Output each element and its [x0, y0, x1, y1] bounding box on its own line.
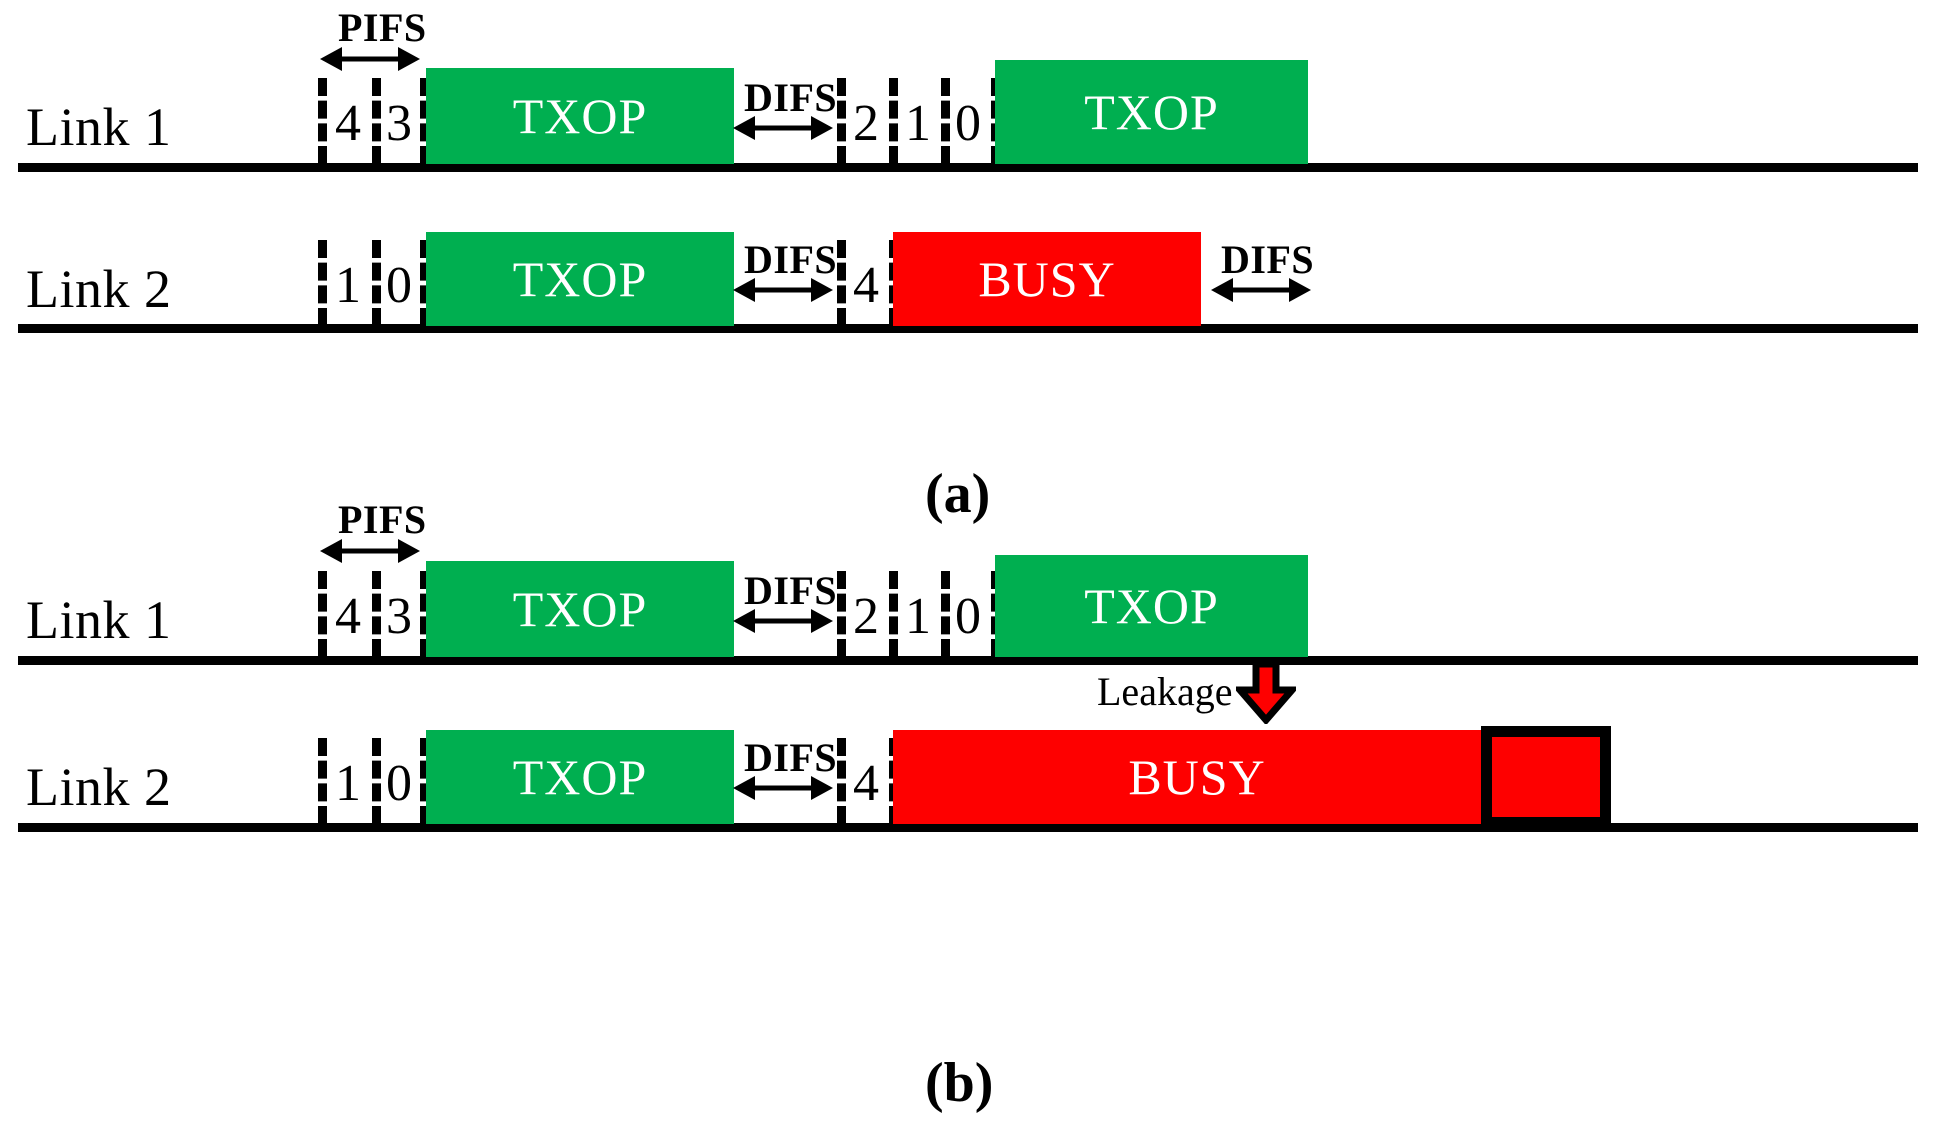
panel-b-link1-pifs-arrow: [320, 536, 420, 566]
panel-a-link2-slot-4: 4: [853, 257, 879, 314]
panel-a-link2-slot-divider: [318, 240, 327, 326]
panel-b-link1-slot-2: 2: [853, 588, 879, 645]
panel-b-link2-slot-4: 4: [853, 755, 879, 812]
panel-b-link1-pifs-label: PIFS: [338, 497, 427, 542]
panel-a-link1-slot-divider: [318, 78, 327, 164]
panel-b-link2-slot-divider: [837, 738, 846, 824]
panel-a-link1-slot-divider: [420, 78, 429, 164]
panel-a-link2-difs-arrow-2: [1211, 275, 1311, 305]
panel-a-link1-pifs-label: PIFS: [338, 5, 427, 50]
panel-b-link2-slot-divider: [318, 738, 327, 824]
panel-a-link1-difs-label: DIFS: [744, 75, 838, 120]
panel-a-link2-slot-divider: [372, 240, 381, 326]
panel-a-link2-difs-label-2: DIFS: [1221, 237, 1315, 282]
panel-a-link2-difs-label-1: DIFS: [744, 237, 838, 282]
panel-a-link1-slot-divider: [372, 78, 381, 164]
panel-a-link1-slot-divider: [889, 78, 898, 164]
panel-a-link1-txop-1: TXOP: [426, 68, 734, 164]
panel-a-link1-slot-2: 2: [853, 95, 879, 152]
panel-b-link1-slot-divider: [837, 571, 846, 657]
panel-b-link1-slot-divider: [420, 571, 429, 657]
panel-b-link2-difs-label: DIFS: [744, 735, 838, 780]
panel-b-link1-slot-4: 4: [335, 588, 361, 645]
panel-b-link1-slot-divider: [318, 571, 327, 657]
panel-a-link1-slot-divider: [837, 78, 846, 164]
panel-a-link2-slot-divider: [420, 240, 429, 326]
panel-a-link2-difs-arrow-1: [733, 275, 833, 305]
panel-b-link2-slot-0: 0: [386, 755, 412, 812]
panel-b-link1-slot-divider: [372, 571, 381, 657]
panel-a-link1-label: Link 1: [26, 97, 172, 157]
panel-a-link1-slot-divider: [941, 78, 950, 164]
panel-a-caption: (a): [925, 463, 991, 525]
panel-b-link2-label: Link 2: [26, 757, 172, 817]
panel-a-link2-slot-divider: [837, 240, 846, 326]
panel-a-link1-timeline: [18, 163, 1918, 172]
panel-a-link1-slot-0: 0: [955, 95, 981, 152]
panel-b-link1-slot-3: 3: [386, 588, 412, 645]
panel-a-link2-txop-1: TXOP: [426, 232, 734, 326]
panel-a-link2-slot-1: 1: [335, 257, 361, 314]
panel-b-link2-busy: BUSY: [893, 730, 1501, 824]
panel-b-link2-slot-divider: [372, 738, 381, 824]
panel-b-link1-difs-arrow: [733, 606, 833, 636]
panel-b-link1-slot-0: 0: [955, 588, 981, 645]
panel-b-link1-txop-2: TXOP: [995, 555, 1308, 657]
panel-b-link2-slot-divider: [420, 738, 429, 824]
panel-b-link1-slot-divider: [889, 571, 898, 657]
panel-a-link2-label: Link 2: [26, 259, 172, 319]
panel-b-link2-txop-1: TXOP: [426, 730, 734, 824]
panel-a-link1-pifs-arrow: [320, 44, 420, 74]
panel-a-link1-slot-1: 1: [905, 95, 931, 152]
panel-b-link1-difs-label: DIFS: [744, 568, 838, 613]
panel-a-link1-txop-2: TXOP: [995, 60, 1308, 164]
panel-a-link2-slot-0: 0: [386, 257, 412, 314]
panel-b-link1-label: Link 1: [26, 590, 172, 650]
panel-b-link2-slot-1: 1: [335, 755, 361, 812]
panel-b-link1-slot-1: 1: [905, 588, 931, 645]
panel-b-link2-timeline: [18, 823, 1918, 832]
panel-b-link1-timeline: [18, 656, 1918, 665]
panel-b-link2-leakage-block: [1481, 726, 1611, 828]
panel-b-caption: (b): [925, 1052, 994, 1114]
down-arrow-icon: [1236, 662, 1296, 724]
panel-b-link1-slot-divider: [941, 571, 950, 657]
panel-a-link1-slot-4: 4: [335, 95, 361, 152]
panel-b-link1-txop-1: TXOP: [426, 561, 734, 657]
panel-a-link1-slot-3: 3: [386, 95, 412, 152]
panel-a-link1-difs-arrow: [733, 113, 833, 143]
panel-b-leakage-label: Leakage: [1097, 669, 1233, 714]
panel-b-link2-difs-arrow: [733, 773, 833, 803]
panel-a-link2-timeline: [18, 324, 1918, 333]
panel-a-link2-busy: BUSY: [893, 232, 1201, 326]
